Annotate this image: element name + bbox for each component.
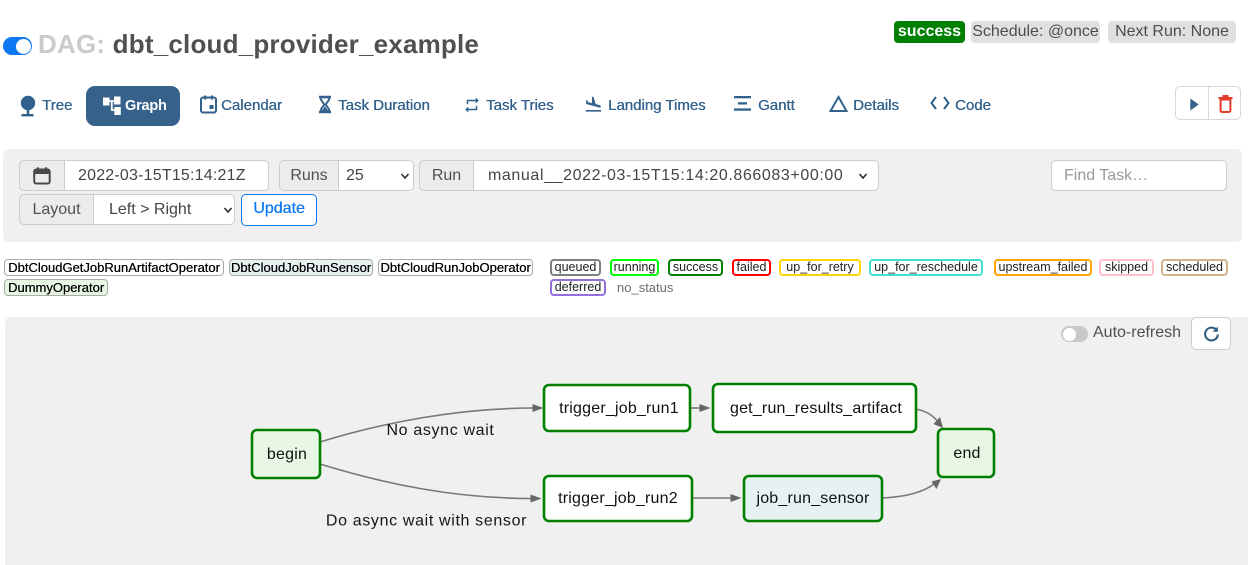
svg-text:get_run_results_artifact: get_run_results_artifact [730, 400, 902, 417]
svg-text:trigger_job_run1: trigger_job_run1 [559, 400, 679, 417]
svg-text:begin: begin [267, 446, 307, 463]
svg-text:end: end [953, 445, 980, 462]
svg-text:trigger_job_run2: trigger_job_run2 [558, 490, 678, 507]
svg-text:No async wait: No async wait [386, 422, 494, 439]
svg-text:Do async wait with sensor: Do async wait with sensor [326, 513, 527, 530]
svg-text:job_run_sensor: job_run_sensor [755, 490, 870, 507]
